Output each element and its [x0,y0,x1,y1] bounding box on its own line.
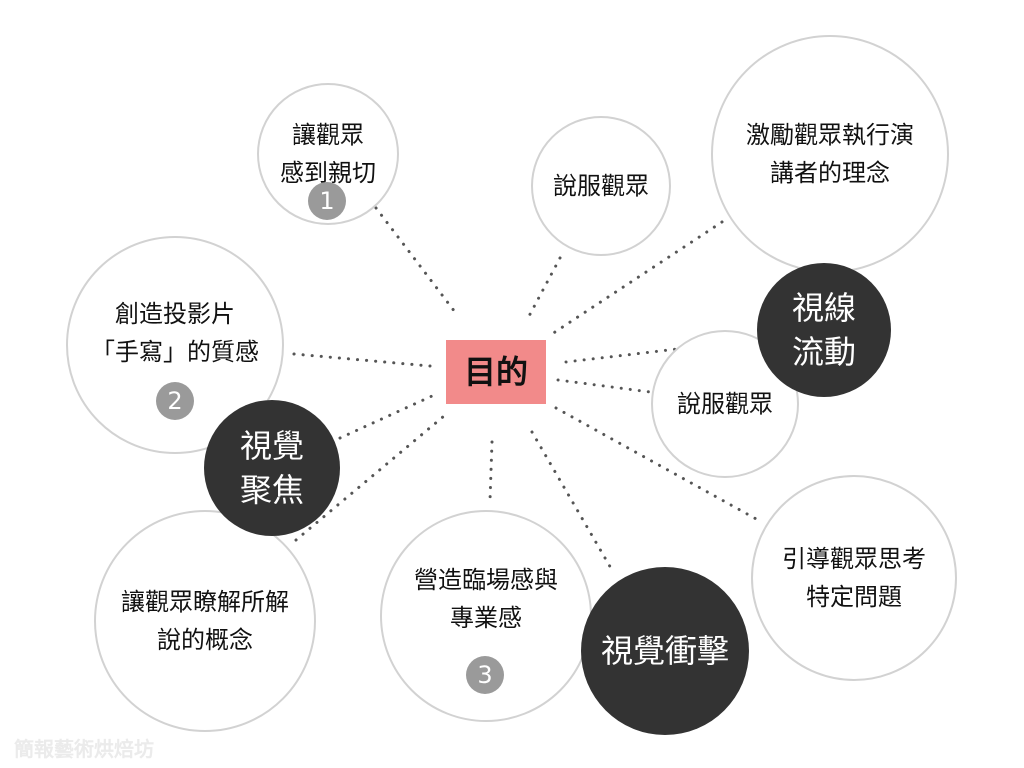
bubble-line: 流動 [791,333,856,371]
connector-b5 [556,378,652,394]
bubble-line: 視線 [791,289,856,327]
number-badge-2: 2 [156,382,194,420]
bubble-visual-impact: 視覺衝擊 [581,567,749,735]
bubble-visual-focus: 視覺 聚焦 [204,400,340,536]
center-purpose-box: 目的 [446,340,546,404]
bubble-line: 「手寫」的質感 [91,338,259,366]
bubble-line: 說服觀眾 [553,172,649,200]
connector-b8 [554,406,760,522]
connector-d2 [338,394,434,440]
bubble-line: 創造投影片 [115,300,235,328]
bubble-motivate-audience: 激勵觀眾執行演 講者的理念 [711,35,949,273]
bubble-line: 視覺衝擊 [600,632,729,670]
bubble-persuade-audience: 說服觀眾 [531,116,671,256]
bubble-line: 讓觀眾 [292,121,364,149]
bubble-line: 說服觀眾 [677,390,773,418]
bubble-line: 聚焦 [239,471,304,509]
number-badge-1: 1 [308,182,346,220]
connector-b1 [374,206,460,318]
bubble-eye-flow: 視線 流動 [757,263,891,397]
bubble-line: 視覺 [239,427,304,465]
watermark: 簡報藝術烘焙坊 [14,737,154,761]
bubble-understand-concept: 讓觀眾瞭解所解 說的概念 [94,510,316,732]
bubble-line: 營造臨場感與 [414,566,558,594]
bubble-presence-professionalism: 營造臨場感與 專業感 [380,510,592,722]
connector-b7 [488,440,494,502]
connector-b4 [292,352,432,368]
bubble-line: 專業感 [450,604,522,632]
bubble-guide-thinking: 引導觀眾思考 特定問題 [751,475,957,681]
connector-d1 [564,342,722,364]
bubble-line: 激勵觀眾執行演 [746,121,914,149]
connector-b2 [526,256,562,320]
bubble-line: 說的概念 [157,626,253,654]
bubble-line: 引導觀眾思考 [782,545,926,573]
bubble-line: 讓觀眾瞭解所解 [121,588,289,616]
bubble-line: 講者的理念 [770,159,890,187]
number-badge-3: 3 [466,656,504,694]
connector-d3 [530,430,614,572]
bubble-line: 特定問題 [806,583,902,611]
bubble-handwritten-texture: 創造投影片 「手寫」的質感 [66,236,284,454]
